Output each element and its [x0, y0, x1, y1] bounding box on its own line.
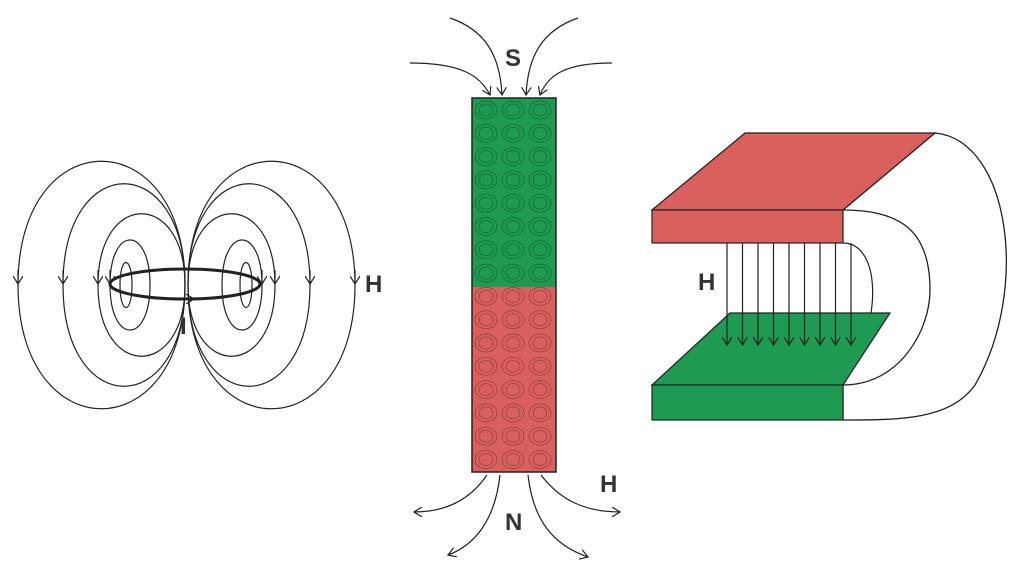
magnet-field-lines-top	[409, 17, 613, 95]
yoke-back	[841, 132, 1007, 421]
magnetic-domain	[474, 100, 498, 120]
magnetic-domain	[474, 356, 498, 376]
magnetic-domain	[474, 450, 498, 469]
gap-field-arrows	[727, 243, 851, 345]
magnetic-domain	[528, 100, 552, 120]
magnetic-domain	[474, 287, 498, 306]
magnetic-domain	[528, 450, 552, 469]
magnetic-domain	[474, 263, 498, 283]
magnetic-domain	[501, 263, 525, 283]
magnetic-domain	[528, 426, 552, 446]
magnetic-domain	[528, 123, 552, 143]
magnetic-domain	[528, 193, 552, 213]
magnetic-domain	[474, 147, 498, 166]
magnet-outline	[471, 97, 557, 473]
magnet-north-half	[472, 287, 556, 472]
magnet-field-label: H	[600, 471, 617, 498]
magnetic-domain	[501, 356, 525, 376]
magnetic-domain	[501, 287, 525, 306]
magnetic-domain	[528, 287, 552, 306]
field-arrows	[18, 270, 355, 284]
magnetic-domain	[501, 240, 525, 260]
magnetic-domain	[528, 356, 552, 376]
gap-field-label: H	[698, 269, 715, 296]
magnetic-domain	[474, 170, 498, 190]
magnetic-domain	[474, 426, 498, 446]
current-loop-figure: H I	[17, 160, 382, 410]
magnetic-domain	[501, 450, 525, 469]
magnet-field-lines-bottom	[414, 474, 620, 557]
magnetic-domain	[474, 123, 498, 143]
field-lines-left	[17, 160, 186, 410]
magnetic-domain	[501, 217, 525, 236]
current-label: I	[180, 313, 187, 340]
magnetic-domain	[501, 403, 525, 423]
magnetic-domain	[501, 123, 525, 143]
magnetic-domain	[528, 217, 552, 236]
magnetic-domain	[474, 240, 498, 260]
north-pole-label: N	[505, 509, 522, 536]
lower-pole-front	[651, 384, 844, 421]
gap-magnet-figure: H	[650, 132, 1007, 421]
magnetic-domain	[528, 240, 552, 260]
magnet-south-half	[472, 98, 556, 287]
magnetic-domain	[528, 170, 552, 190]
magnetic-domain	[501, 310, 525, 330]
upper-pole-front	[651, 209, 844, 244]
lower-pole-top	[650, 312, 892, 386]
magnetic-domain	[528, 333, 552, 353]
magnetic-domain	[501, 426, 525, 446]
magnetic-domain	[474, 403, 498, 423]
magnetic-domains	[474, 100, 552, 469]
magnetic-domain	[528, 403, 552, 423]
magnetic-domain	[528, 310, 552, 330]
magnetic-domain	[528, 380, 552, 399]
magnetic-domain	[501, 170, 525, 190]
field-lines-right	[187, 160, 356, 410]
magnetic-domain	[501, 193, 525, 213]
bar-magnet-figure: S N H	[409, 17, 620, 557]
magnetic-domain	[501, 100, 525, 120]
magnetic-domain	[528, 147, 552, 166]
magnetic-domain	[474, 217, 498, 236]
south-pole-label: S	[505, 45, 521, 72]
magnetic-domain	[474, 310, 498, 330]
loop-field-label: H	[365, 271, 382, 298]
magnetic-domain	[474, 380, 498, 399]
magnetic-domain	[501, 380, 525, 399]
magnetic-domain	[474, 193, 498, 213]
magnetic-domain	[501, 333, 525, 353]
magnetic-domain	[501, 147, 525, 166]
magnetic-domain	[474, 333, 498, 353]
magnetic-domain	[528, 263, 552, 283]
